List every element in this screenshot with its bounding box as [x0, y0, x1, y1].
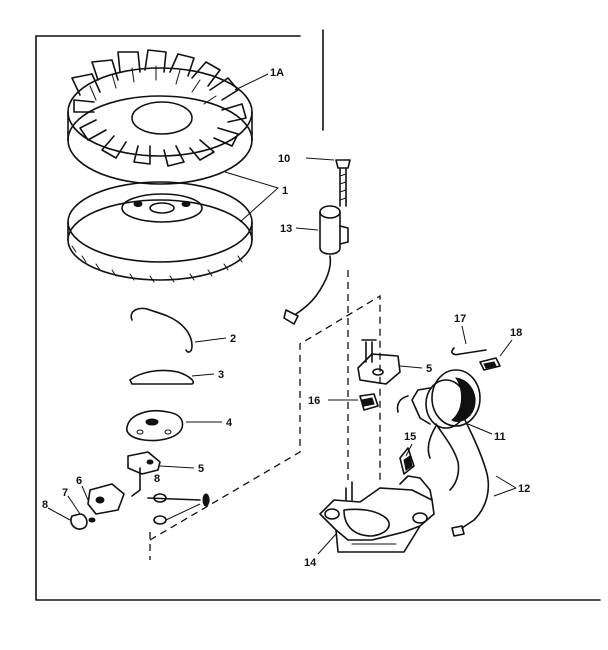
label-7: 7 [62, 487, 68, 499]
label-5-left: 5 [198, 463, 204, 475]
leader-14 [317, 533, 337, 555]
label-4: 4 [226, 417, 233, 429]
bracket-part-5-left [127, 451, 161, 497]
ignition-coil-part-11 [396, 369, 481, 491]
screw-part-10 [335, 159, 351, 207]
leader-17 [461, 325, 467, 345]
label-18: 18 [510, 327, 522, 339]
label-2: 2 [230, 333, 236, 345]
label-14: 14 [304, 557, 317, 569]
label-9: 9 [204, 495, 210, 507]
clip-part-16 [359, 393, 379, 411]
label-1: 1 [282, 185, 288, 197]
leader-11 [467, 423, 493, 435]
lead-wire-part-12 [451, 409, 490, 537]
leader-8a [47, 507, 71, 521]
label-3: 3 [218, 369, 224, 381]
plate-part-15 [399, 447, 415, 475]
label-5-right: 5 [426, 363, 432, 375]
plate-part-4 [126, 409, 184, 442]
small-hardware-parts [70, 483, 125, 530]
leader-2 [194, 337, 227, 343]
mounting-bracket-part-14 [319, 475, 435, 553]
label-11: 11 [494, 431, 506, 443]
label-12: 12 [518, 483, 530, 495]
leader-12 [493, 475, 517, 497]
label-16: 16 [308, 395, 320, 407]
leader-5a [159, 465, 195, 469]
leader-1 [224, 171, 279, 223]
label-8-center: 8 [154, 473, 160, 485]
condenser-part-13 [283, 205, 349, 325]
leader-13 [295, 227, 319, 231]
label-6: 6 [76, 475, 82, 487]
screw-washer-part-9 [147, 493, 210, 525]
terminal-part-18 [479, 357, 501, 371]
wire-part-17 [451, 347, 487, 356]
label-17: 17 [454, 313, 466, 325]
bracket-part-5-right [357, 339, 401, 385]
leader-18 [499, 339, 513, 357]
label-10: 10 [278, 153, 290, 165]
label-1a: 1A [270, 67, 284, 79]
leader-6 [81, 485, 89, 501]
leader-1a [234, 73, 269, 91]
leader-3 [191, 373, 215, 377]
diagram-frame [35, 29, 601, 601]
label-15: 15 [404, 431, 416, 443]
label-8-left: 8 [42, 499, 48, 511]
leader-5b [399, 365, 423, 369]
leader-7 [67, 495, 81, 515]
flywheel-fan-part [67, 49, 253, 185]
spring-part-2 [130, 307, 193, 353]
leader-10 [305, 157, 335, 161]
leader-15 [405, 443, 413, 457]
key-part-3 [129, 369, 194, 385]
dashed-guides [149, 270, 381, 560]
label-13: 13 [280, 223, 292, 235]
flywheel-disc-part [67, 181, 253, 283]
